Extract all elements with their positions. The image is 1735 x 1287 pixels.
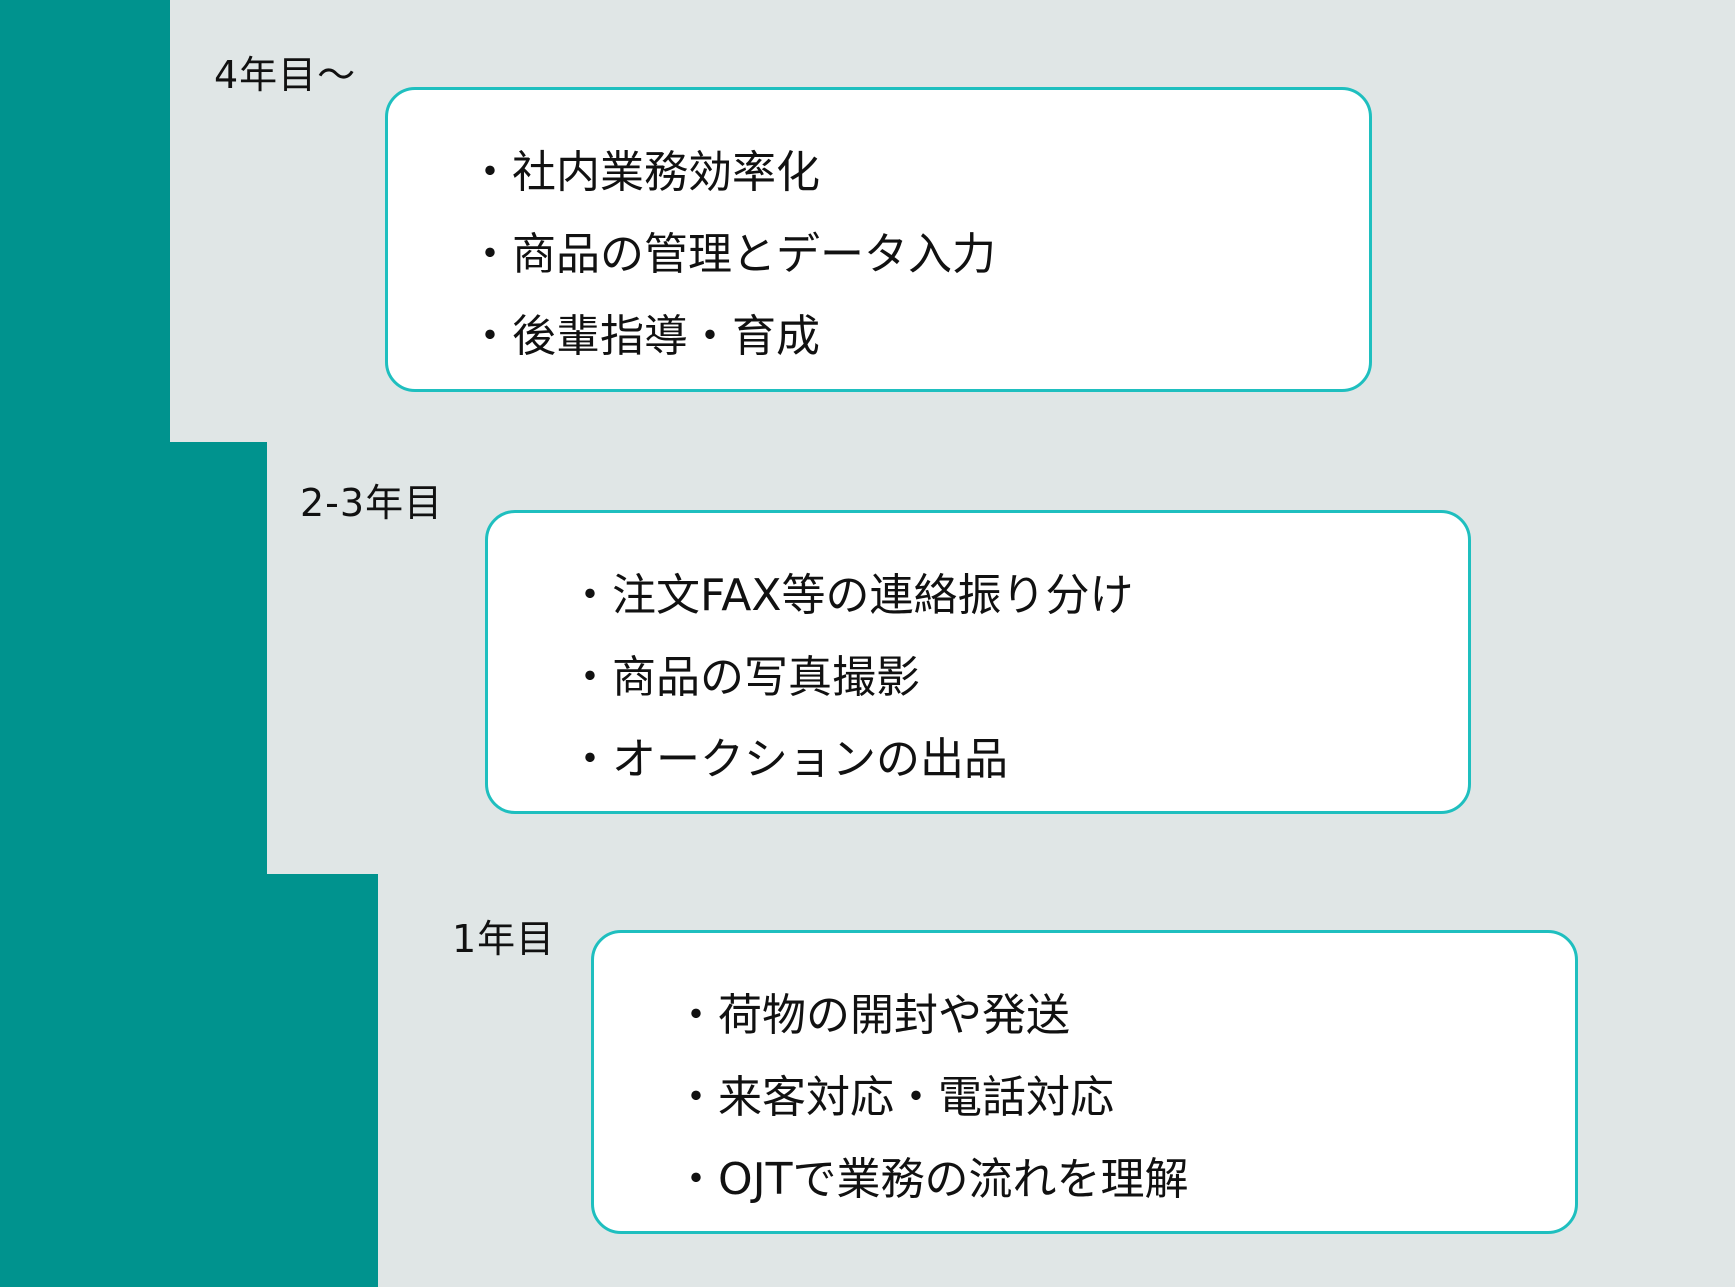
stage-card-year2-3: ・注文FAX等の連絡振り分け ・商品の写真撮影 ・オークションの出品 — [485, 510, 1471, 814]
task-item: ・OJTで業務の流れを理解 — [674, 1154, 1189, 1205]
stage-card-year4: ・社内業務効率化 ・商品の管理とデータ入力 ・後輩指導・育成 — [385, 87, 1372, 392]
task-item: ・荷物の開封や発送 — [674, 990, 1070, 1041]
stage-card-year1: ・荷物の開封や発送 ・来客対応・電話対応 ・OJTで業務の流れを理解 — [591, 930, 1578, 1234]
task-item: ・商品の管理とデータ入力 — [468, 229, 996, 280]
task-list-year4: ・社内業務効率化 ・商品の管理とデータ入力 ・後輩指導・育成 — [468, 132, 996, 378]
task-list-year1: ・荷物の開封や発送 ・来客対応・電話対応 ・OJTで業務の流れを理解 — [674, 975, 1189, 1221]
task-item: ・社内業務効率化 — [468, 147, 820, 198]
task-item: ・商品の写真撮影 — [568, 652, 920, 703]
stage-label-year4: 4年目〜 — [214, 53, 357, 97]
task-item: ・オークションの出品 — [568, 734, 1008, 785]
stage-label-year2-3: 2-3年目 — [300, 481, 444, 525]
stage-label-year1: 1年目 — [452, 917, 556, 961]
task-item: ・来客対応・電話対応 — [674, 1072, 1114, 1123]
task-list-year2-3: ・注文FAX等の連絡振り分け ・商品の写真撮影 ・オークションの出品 — [568, 555, 1134, 801]
task-item: ・注文FAX等の連絡振り分け — [568, 570, 1134, 621]
task-item: ・後輩指導・育成 — [468, 311, 820, 362]
